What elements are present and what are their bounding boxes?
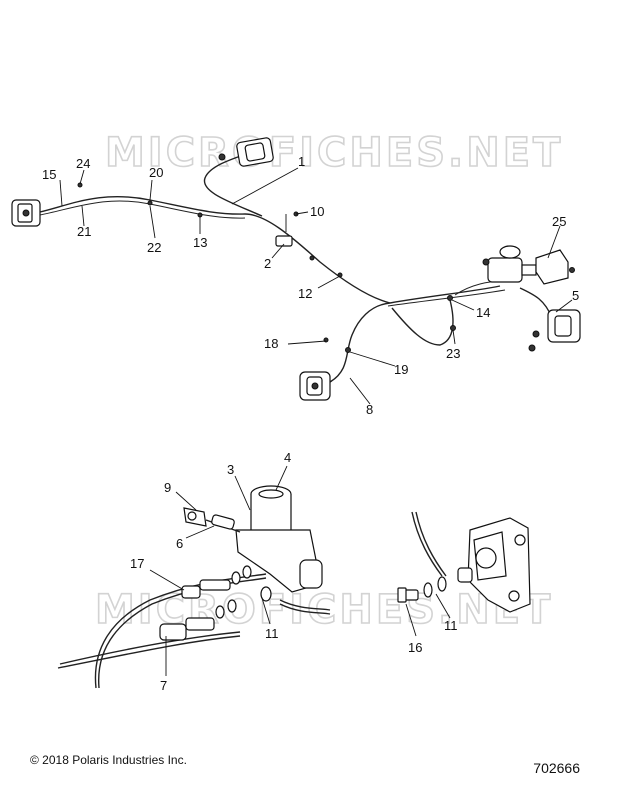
master-cylinder-detail <box>57 485 331 689</box>
leaders-bottom-right <box>405 593 451 637</box>
control-module <box>535 249 575 285</box>
watermark-top: MICROFICHES.NET <box>105 130 563 176</box>
callout-12: 12 <box>298 286 312 301</box>
callout-9: 9 <box>164 480 171 495</box>
leaders-bottom-left <box>149 465 288 676</box>
leaders-top <box>59 167 573 405</box>
brake-line-harness <box>39 149 553 383</box>
callout-24: 24 <box>76 156 90 171</box>
callout-18: 18 <box>264 336 278 351</box>
callout-11-left: 11 <box>265 626 279 641</box>
distribution-block <box>275 214 293 247</box>
callout-20: 20 <box>149 165 163 180</box>
callout-10: 10 <box>310 204 324 219</box>
callout-7: 7 <box>160 678 167 693</box>
callout-19: 19 <box>394 362 408 377</box>
callout-3: 3 <box>227 462 234 477</box>
caliper-right <box>528 309 581 352</box>
copyright-notice: © 2018 Polaris Industries Inc. <box>30 753 187 767</box>
callout-1: 1 <box>298 154 305 169</box>
caliper-detail <box>397 511 531 613</box>
callout-16: 16 <box>408 640 422 655</box>
callout-8: 8 <box>366 402 373 417</box>
caliper-left <box>11 199 41 227</box>
callout-2: 2 <box>264 256 271 271</box>
callout-15: 15 <box>42 167 56 182</box>
callout-labels: 1 2 3 4 5 6 7 8 9 10 11 11 12 13 14 15 1… <box>42 154 579 693</box>
diagram-number: 702666 <box>533 760 580 776</box>
callout-14: 14 <box>476 305 490 320</box>
caliper-top <box>218 137 274 167</box>
callout-11-right: 11 <box>444 618 458 633</box>
callout-6: 6 <box>176 536 183 551</box>
caliper-rear <box>299 371 331 401</box>
callout-4: 4 <box>284 450 291 465</box>
callout-23: 23 <box>446 346 460 361</box>
callout-13: 13 <box>193 235 207 250</box>
callout-17: 17 <box>130 556 144 571</box>
callout-5: 5 <box>572 288 579 303</box>
callout-25: 25 <box>552 214 566 229</box>
master-cylinder-top <box>482 245 537 283</box>
callout-22: 22 <box>147 240 161 255</box>
callout-21: 21 <box>77 224 91 239</box>
